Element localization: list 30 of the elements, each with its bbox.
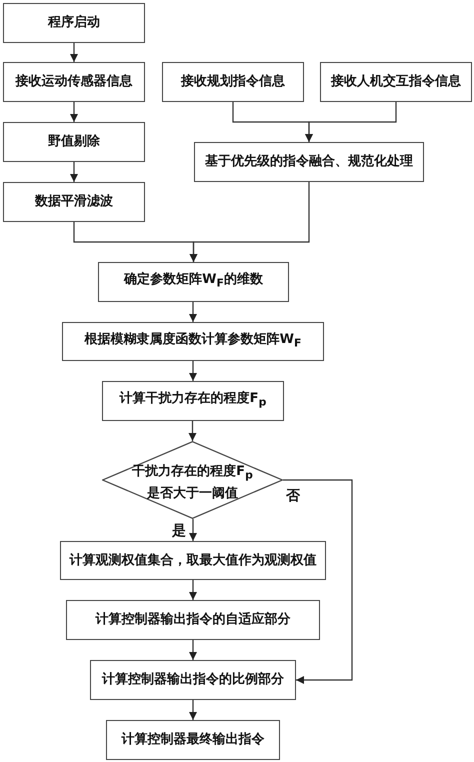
process-box: 确定参数矩阵W$_{F}$的维数	[98, 262, 289, 302]
arrow	[189, 519, 197, 541]
arrow	[305, 102, 397, 142]
decision-diamond: 干扰力存在的程度F$_{p}$是否大于一阈值	[102, 441, 283, 519]
arrow	[190, 182, 310, 262]
edge-label: 否	[285, 488, 301, 504]
arrow	[189, 302, 197, 322]
arrow	[283, 479, 353, 684]
arrow	[189, 700, 197, 720]
process-box: 计算控制器最终输出指令	[106, 720, 280, 760]
process-box: 接收运动传感器信息	[3, 62, 145, 102]
arrow	[70, 43, 78, 62]
arrow	[70, 162, 78, 182]
process-box: 计算观测权值集合，取最大值作为观测权值	[60, 541, 326, 580]
arrow	[188, 421, 196, 441]
process-box: 数据平滑滤波	[3, 182, 145, 222]
process-box: 野值剔除	[3, 122, 145, 162]
arrow	[189, 640, 197, 660]
edge-label: 是	[171, 523, 187, 539]
arrow	[189, 580, 197, 600]
process-box: 程序启动	[3, 3, 145, 43]
process-box: 计算干扰力存在的程度F$_{p}$	[102, 381, 284, 421]
arrow	[189, 361, 197, 381]
arrow	[70, 102, 78, 122]
process-box: 基于优先级的指令融合、规范化处理	[194, 142, 424, 182]
process-box: 计算控制器输出指令的比例部分	[90, 660, 296, 700]
process-box: 计算控制器输出指令的自适应部分	[66, 600, 320, 640]
process-box: 接收人机交互指令信息	[320, 62, 472, 102]
process-box: 接收规划指令信息	[162, 62, 304, 102]
process-box: 根据模糊隶属度函数计算参数矩阵W$_{F}$	[62, 322, 324, 361]
